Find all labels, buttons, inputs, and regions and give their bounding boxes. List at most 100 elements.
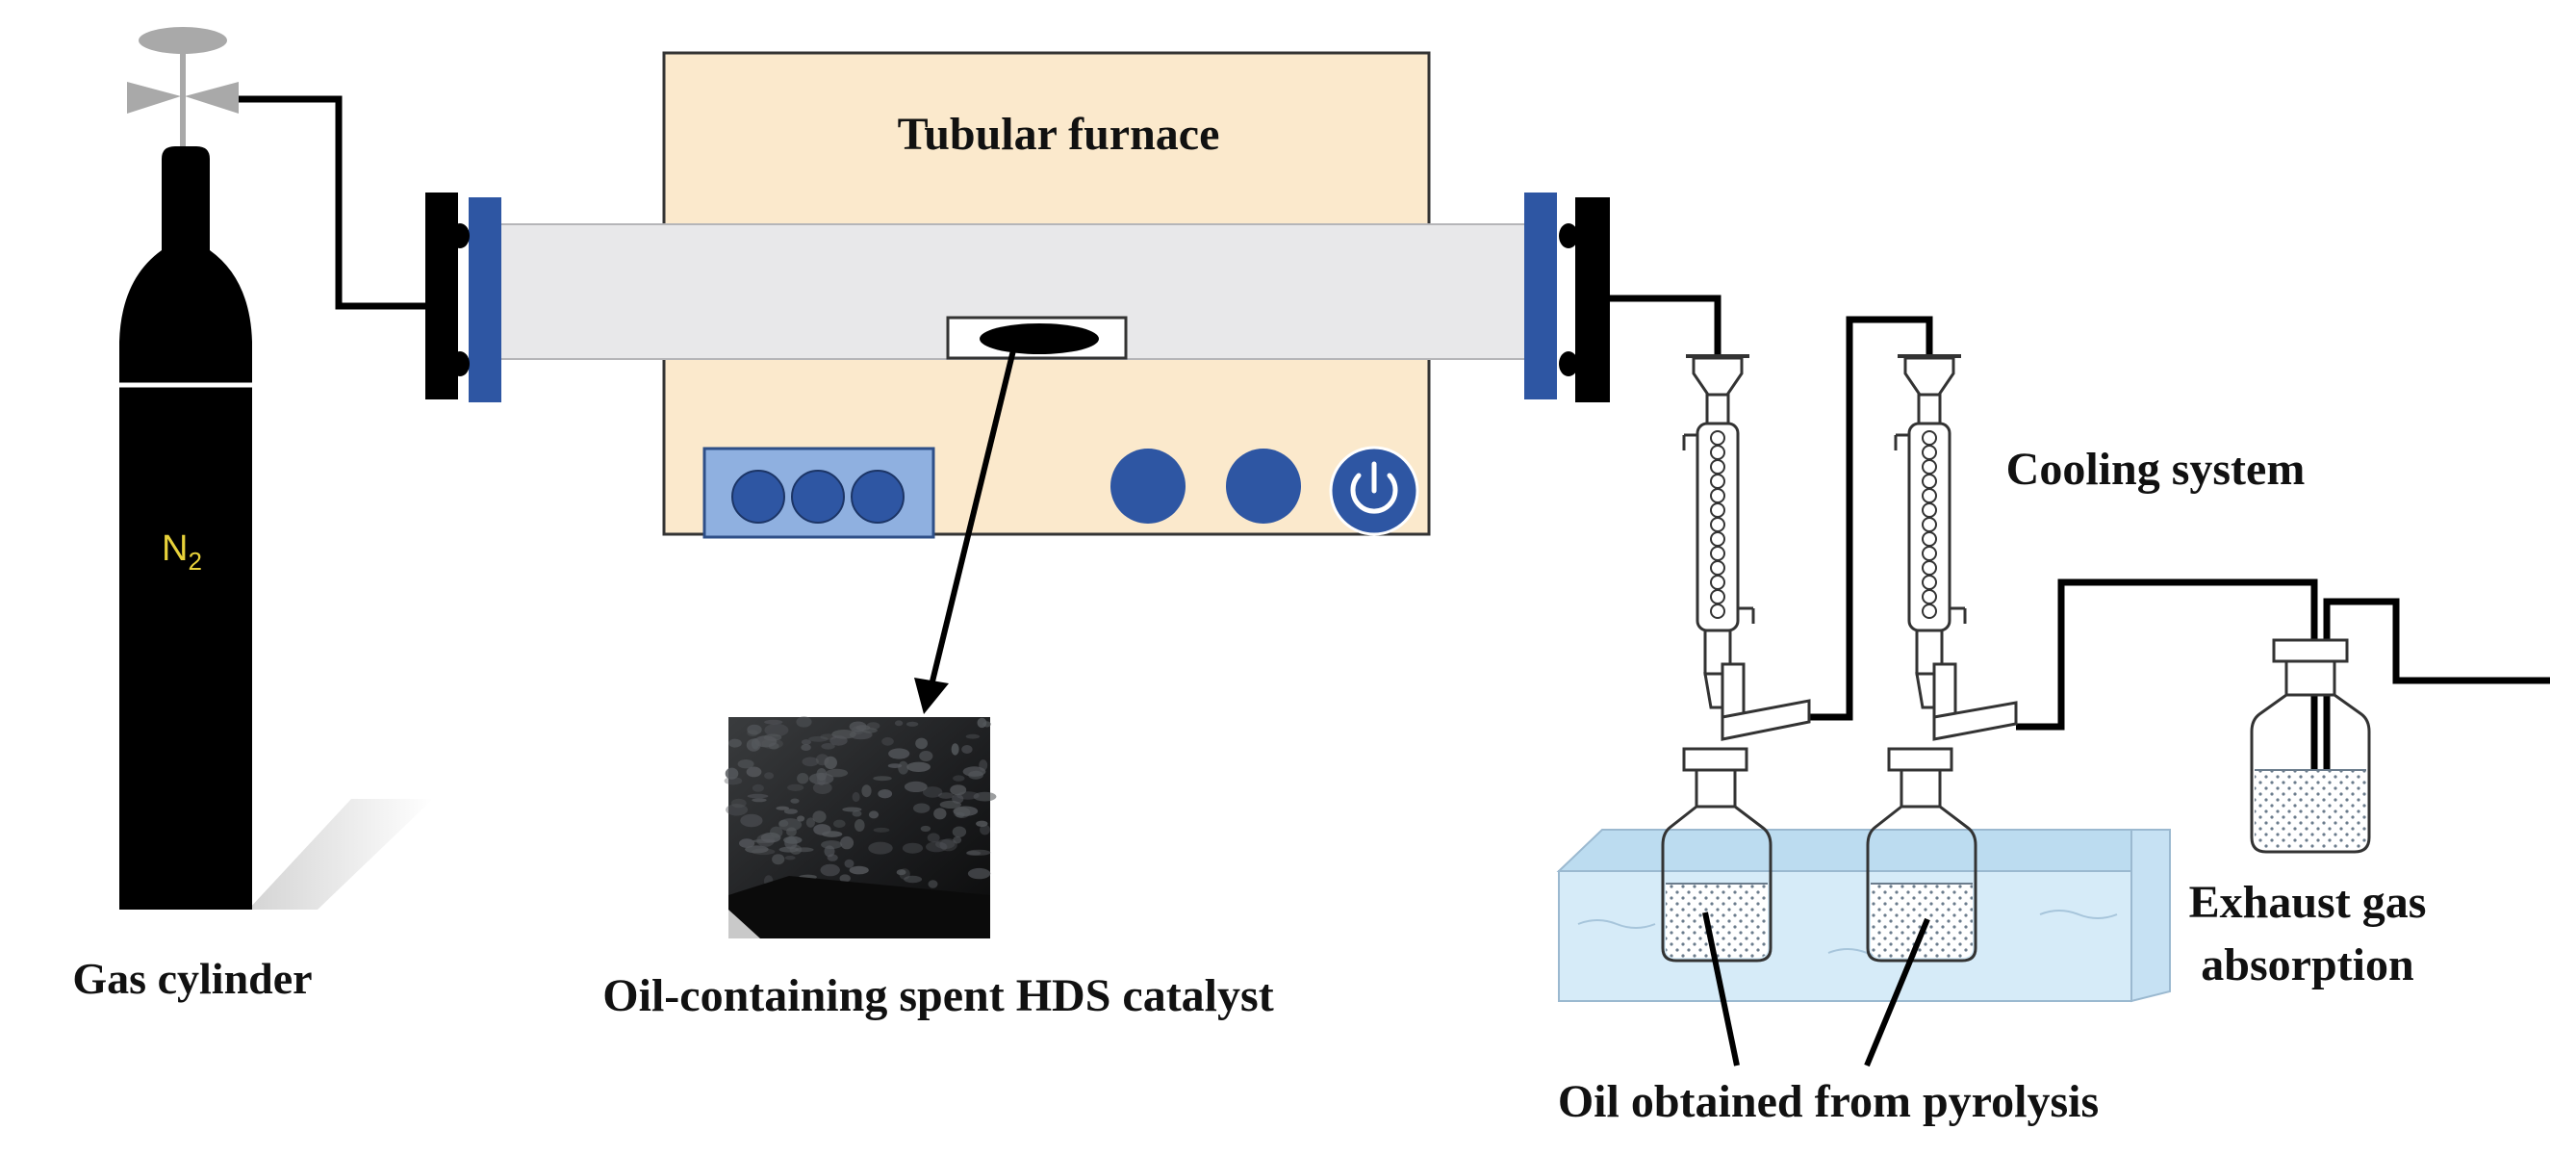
catalyst-granule (977, 717, 987, 729)
flange-black-right (1575, 197, 1610, 402)
coil-loop (1922, 546, 1937, 561)
catalyst-granule (787, 784, 804, 791)
catalyst-granule (926, 841, 948, 853)
coil-loop (1710, 531, 1725, 547)
coil-loop (1922, 430, 1937, 446)
coil-loop (1922, 488, 1937, 503)
coil-loop (1710, 560, 1725, 576)
catalyst-granule (739, 838, 755, 848)
coil-loop (1922, 589, 1937, 604)
catalyst-granule (813, 824, 831, 835)
absorption-bottle (2250, 638, 2371, 854)
catalyst-granule (854, 819, 865, 832)
catalyst-granule (904, 875, 923, 884)
catalyst-granule (873, 776, 892, 782)
water-bath (1556, 829, 2171, 1003)
cylinder-body (119, 146, 252, 910)
furnace-label: Tubular furnace (898, 109, 1220, 160)
reactor-tube (425, 193, 1610, 402)
coil-loop (1922, 474, 1937, 489)
coil-loop (1922, 560, 1937, 576)
catalyst-granule (820, 863, 840, 877)
catalyst-granule (797, 815, 805, 822)
catalyst-granule (770, 826, 783, 838)
catalyst-granule (764, 719, 783, 725)
catalyst-granule (922, 786, 943, 798)
catalyst-granule (764, 772, 775, 780)
exhaust-label-line1: Exhaust gas (2189, 877, 2427, 928)
catalyst-granule (796, 716, 812, 728)
catalyst-granule (726, 804, 749, 816)
catalyst-granule (725, 767, 739, 780)
catalyst-granule (783, 835, 803, 844)
bath-side (2130, 829, 2171, 1003)
control-knob (731, 470, 785, 524)
catalyst-granule (812, 810, 827, 823)
coil-loop (1922, 502, 1937, 518)
catalyst-granule (878, 789, 893, 799)
catalyst-granule (915, 737, 928, 750)
catalyst-granule (956, 791, 980, 800)
power-icon (1329, 446, 1419, 536)
control-knob (1110, 449, 1186, 524)
condenser-link-line (1809, 316, 1933, 721)
catalyst-granule (904, 781, 928, 793)
catalyst-granule (980, 824, 990, 835)
catalyst-granule (842, 807, 862, 812)
catalyst-granule (752, 784, 764, 792)
catalyst-granule (868, 841, 893, 855)
oil-pointer-line (1702, 912, 1740, 1066)
catalyst-granule (772, 854, 785, 865)
catalyst-granule (829, 735, 848, 746)
catalyst-granule (833, 819, 846, 828)
catalyst-granule (754, 735, 778, 748)
catalyst-granule (840, 835, 854, 850)
catalyst-granule (913, 803, 931, 813)
oil-label: Oil obtained from pyrolysis (1558, 1076, 2099, 1127)
cylinder-shadow (248, 799, 433, 910)
oil-pointer-line (1864, 917, 1930, 1067)
control-knob (851, 470, 905, 524)
catalyst-granule (950, 784, 967, 796)
valve-icon (127, 27, 239, 146)
catalyst-granule (724, 777, 743, 785)
coil-loop (1710, 445, 1725, 460)
catalyst-granule (783, 809, 798, 814)
catalyst-granule (973, 791, 997, 802)
catalyst-granule (778, 819, 789, 828)
coil-loop (1710, 546, 1725, 561)
catalyst-granule (737, 759, 754, 769)
catalyst-granule (797, 773, 809, 784)
catalyst-granule (730, 798, 747, 809)
catalyst-granule (826, 768, 849, 778)
catalyst-granule (747, 793, 769, 799)
exhaust-label-line2: absorption (2201, 939, 2413, 990)
catalyst-label: Oil-containing spent HDS catalyst (602, 970, 1273, 1021)
catalyst-granule (939, 838, 957, 852)
catalyst-granule (776, 806, 789, 810)
coil-loop (1710, 575, 1725, 590)
catalyst-granule (808, 772, 834, 785)
catalyst-arrow (914, 346, 1017, 714)
cylinder-gas-label: N2 (162, 528, 202, 576)
coil-loop (1710, 502, 1725, 518)
coil-loop (1710, 604, 1725, 619)
catalyst-granule (954, 807, 971, 818)
catalyst-granule (861, 784, 872, 798)
collection-flask-1 (1661, 747, 1773, 963)
catalyst-granule (906, 761, 931, 772)
catalyst-granule (967, 867, 991, 880)
coil-loop (1922, 459, 1937, 475)
coil-loop (1710, 430, 1725, 446)
catalyst-granule (747, 730, 758, 737)
catalyst-granule (966, 849, 991, 856)
catalyst-granule (790, 798, 800, 804)
catalyst-granule (745, 845, 769, 854)
coil-loop (1710, 474, 1725, 489)
condenser-1 (1682, 354, 1811, 741)
bath-front (1558, 870, 2132, 1002)
catalyst-granule (887, 763, 903, 768)
catalyst-granule (802, 757, 819, 767)
catalyst-granule (905, 721, 919, 727)
